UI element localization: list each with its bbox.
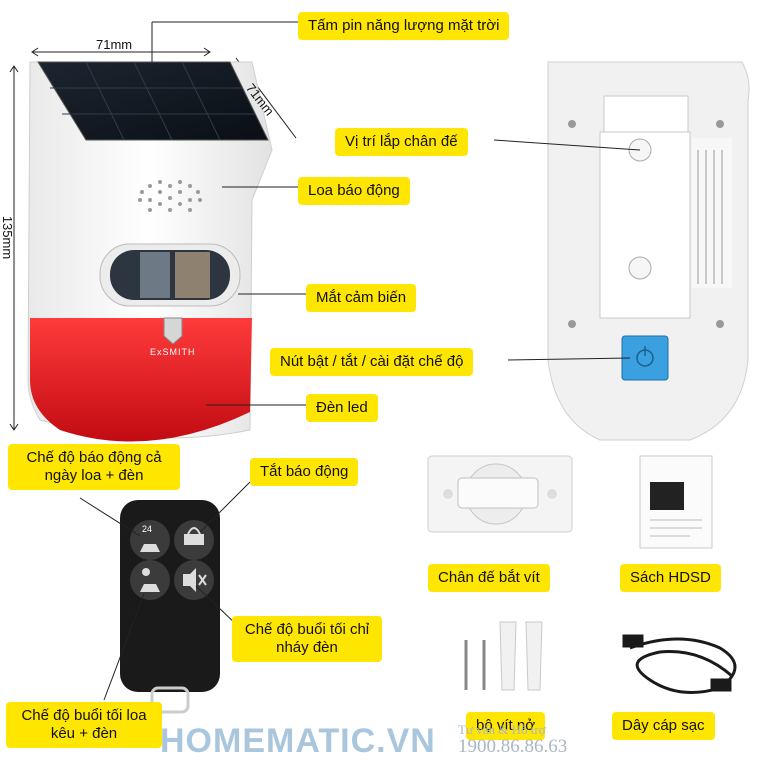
footer-support-label: Tư vấn & Hỗ trợ xyxy=(458,722,546,737)
callout-speaker: Loa báo động xyxy=(298,177,410,205)
callout-power-button: Nút bật / tắt / cài đặt chế độ xyxy=(270,348,474,376)
brand-shield-icon xyxy=(163,317,183,345)
callout-alarm-off: Tắt báo động xyxy=(250,458,359,486)
callout-mount-position: Vị trí lắp chân đế xyxy=(335,128,468,156)
label-cable: Dây cáp sạc xyxy=(612,712,715,740)
user-manual xyxy=(639,455,713,549)
height-dimension-label: 135mm xyxy=(0,215,16,260)
led-dome xyxy=(30,318,252,442)
callout-mode-day: Chế độ báo động cả ngày loa + đèn xyxy=(8,444,180,490)
charging-cable xyxy=(622,634,737,694)
label-screws: bộ vít nở xyxy=(466,712,546,740)
callout-mode-night-sound: Chế độ buổi tối loa kêu + đèn xyxy=(6,702,162,748)
alarm-device-front xyxy=(27,61,273,442)
leader-lines xyxy=(79,21,641,701)
screw-set xyxy=(464,621,543,691)
remote-control xyxy=(120,500,220,714)
mounting-bracket xyxy=(427,455,573,533)
label-bracket: Chân đế bắt vít xyxy=(428,564,550,592)
callout-sensor-eye: Mắt cảm biến xyxy=(306,284,417,312)
label-manual: Sách HDSD xyxy=(620,564,721,592)
brand-mark: ExSMITH xyxy=(150,347,196,357)
alarm-device-back xyxy=(547,61,750,441)
callout-led: Đèn led xyxy=(306,394,378,422)
speaker-grill xyxy=(138,180,202,212)
dimension-height-line xyxy=(9,65,19,431)
callout-mode-night-flash: Chế độ buổi tối chỉ nháy đèn xyxy=(232,616,382,662)
footer-brand: HOMEMATIC.VN xyxy=(160,722,436,760)
footer-phone: 1900.86.86.63 xyxy=(458,736,568,757)
width-dimension-label: 71mm xyxy=(96,37,133,52)
callout-solar-panel: Tấm pin năng lượng mặt trời xyxy=(298,12,510,40)
remote-key-24-label: 24 xyxy=(142,524,153,534)
dimension-width-line xyxy=(31,47,211,57)
